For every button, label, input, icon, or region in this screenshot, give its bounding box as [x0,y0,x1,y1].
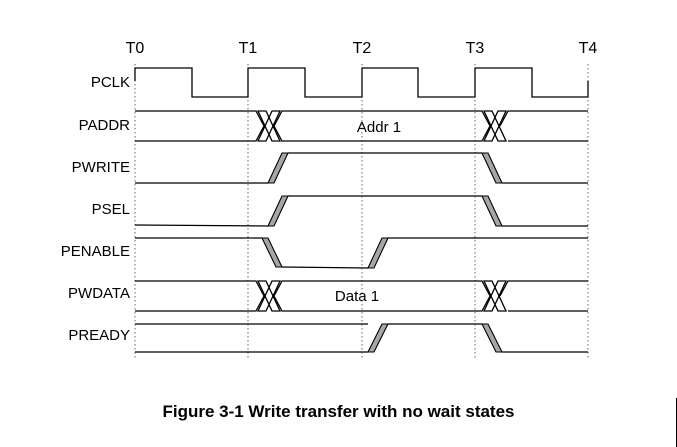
signal-label-pready: PREADY [68,327,130,344]
signal-label-psel: PSEL [92,201,130,218]
paddr-value: Addr 1 [357,119,401,136]
time-label-t1: T1 [239,40,258,57]
pwdata-waveform [135,280,588,312]
time-guides [134,64,589,358]
penable-waveform [135,237,588,269]
pwrite-waveform [135,152,588,184]
time-labels: T0 T1 T2 T3 T4 [126,40,598,57]
signal-labels: PCLK PADDR PWRITE PSEL PENABLE PWDATA PR… [61,74,130,344]
signal-label-penable: PENABLE [61,243,130,260]
pready-waveform [135,323,588,353]
signal-label-pclk: PCLK [91,74,130,91]
figure-caption: Figure 3-1 Write transfer with no wait s… [162,402,515,421]
signal-label-pwrite: PWRITE [72,159,130,176]
psel-waveform [134,195,588,227]
time-label-t0: T0 [126,40,145,57]
time-label-t4: T4 [579,40,598,57]
paddr-waveform [135,110,588,142]
pclk-waveform [134,67,589,98]
time-label-t2: T2 [353,40,372,57]
time-label-t3: T3 [466,40,485,57]
timing-diagram: T0 T1 T2 T3 T4 PCLK PADDR PWRITE PSEL PE… [61,40,598,358]
signal-label-paddr: PADDR [79,117,131,134]
pwdata-value: Data 1 [335,288,379,305]
signal-label-pwdata: PWDATA [68,285,130,302]
